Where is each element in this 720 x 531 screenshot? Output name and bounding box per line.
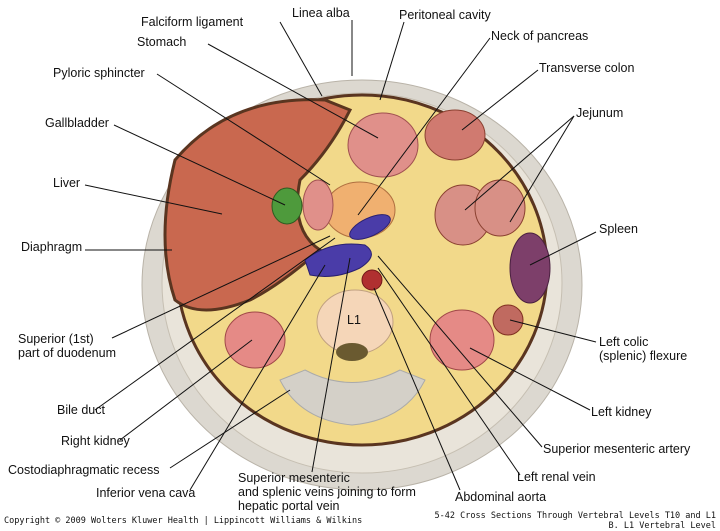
label-peritoneal-cavity: Peritoneal cavity [399,8,491,22]
label-portal-line1: Superior mesenteric [238,471,350,485]
label-right-kidney: Right kidney [61,434,131,448]
label-liver: Liver [53,176,80,190]
spinal-canal [336,343,368,361]
portal-vein [304,243,372,277]
gallbladder [271,187,303,225]
label-colic-flexure-line1: Left colic [599,335,648,349]
label-duodenum-line2: part of duodenum [18,346,116,360]
label-stomach: Stomach [137,35,186,49]
aorta [361,269,383,291]
left-kidney [429,309,495,371]
leader-lines [84,20,597,491]
label-transverse-colon: Transverse colon [539,61,634,75]
figure-caption: 5-42 Cross Sections Through Vertebral Le… [435,511,716,531]
figure-caption-line2: B. L1 Vertebral Level [608,521,716,531]
transverse-colon [424,109,486,161]
duodenum [302,179,334,231]
label-costodiaphragmatic-recess: Costodiaphragmatic recess [8,463,159,477]
stomach [347,112,419,178]
splenic-vein [349,214,391,240]
colic-flexure [492,304,524,336]
label-portal-line3: hepatic portal vein [238,499,340,513]
liver [163,98,353,312]
label-left-kidney: Left kidney [591,405,652,419]
label-gallbladder: Gallbladder [45,116,109,130]
label-portal-line2: and splenic veins joining to form [238,485,416,499]
label-linea-alba: Linea alba [292,6,350,20]
right-kidney [224,311,286,369]
label-neck-of-pancreas: Neck of pancreas [491,29,588,43]
label-l1-vertebra: L1 [347,313,361,327]
label-spleen: Spleen [599,222,638,236]
spleen [509,232,551,304]
figure-caption-line1: 5-42 Cross Sections Through Vertebral Le… [434,511,716,521]
anatomy-illustration [141,79,583,491]
label-duodenum-line1: Superior (1st) [18,332,94,346]
label-colic-flexure-line2: (splenic) flexure [599,349,687,363]
label-jejunum: Jejunum [576,106,623,120]
copyright-text: Copyright © 2009 Wolters Kluwer Health |… [4,516,363,526]
label-left-renal-vein: Left renal vein [517,470,596,484]
label-bile-duct: Bile duct [57,403,105,417]
label-superior-mesenteric-artery: Superior mesenteric artery [543,442,691,456]
labels: Falciform ligament Linea alba Peritoneal… [8,6,691,513]
label-diaphragm: Diaphragm [21,240,82,254]
label-inferior-vena-cava: Inferior vena cava [96,486,195,500]
label-falciform-ligament: Falciform ligament [141,15,244,29]
label-abdominal-aorta: Abdominal aorta [455,490,546,504]
jejunum-2 [474,179,526,237]
label-pyloric-sphincter: Pyloric sphincter [53,66,145,80]
back-muscles [279,369,426,426]
